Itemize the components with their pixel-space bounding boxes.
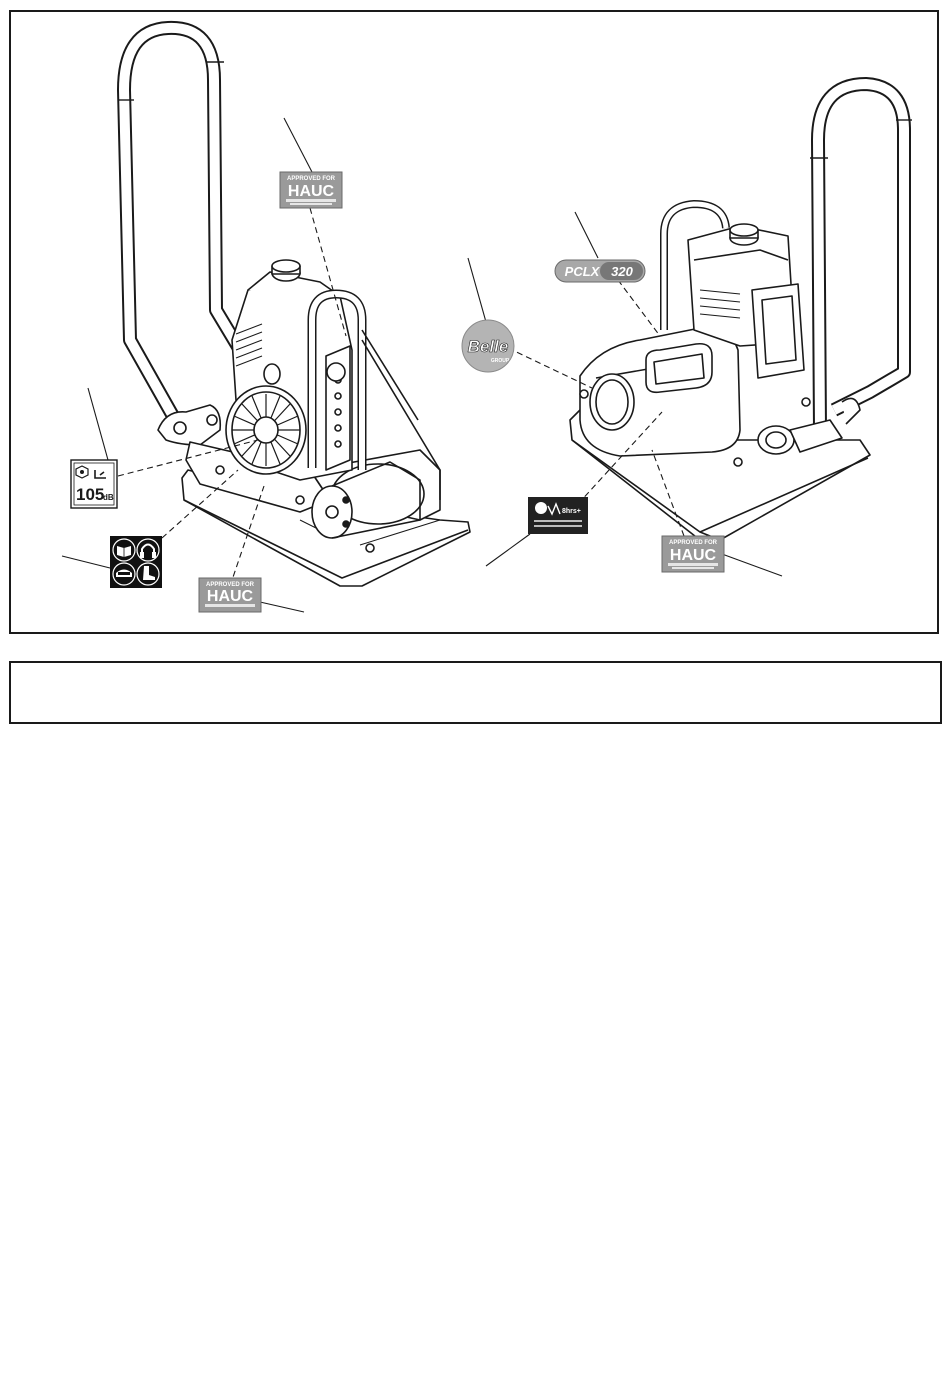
safety-boot-icon	[137, 563, 159, 585]
vibration-text: 8hrs+	[562, 508, 581, 515]
hauc-top-brand: HAUC	[288, 183, 335, 200]
hauc-left-brand: HAUC	[207, 588, 254, 605]
eye-protection-icon	[113, 563, 135, 585]
noise-level-decal: 105 dB	[71, 460, 117, 508]
vibration-decal: 8hrs+	[528, 497, 588, 534]
hauc-right-approved: APPROVED FOR	[669, 540, 718, 546]
hauc-right-brand: HAUC	[670, 547, 717, 564]
model-prefix: PCLX	[565, 264, 601, 279]
belle-group-logo: Belle GROUP	[462, 320, 514, 372]
belle-sub: GROUP	[491, 358, 510, 364]
ppe-decal	[110, 536, 162, 588]
noise-unit: dB	[103, 493, 114, 502]
model-decal: PCLX 320	[555, 260, 645, 282]
belle-brand: Belle	[468, 337, 509, 356]
manual-icon	[113, 539, 135, 561]
right-plate-compactor	[570, 84, 912, 540]
ear-protection-icon	[137, 539, 159, 561]
left-plate-compactor	[118, 28, 470, 586]
noise-value: 105	[76, 485, 104, 504]
hauc-decal-left: APPROVED FOR HAUC	[199, 578, 261, 612]
model-number: 320	[611, 264, 633, 279]
hauc-decal-top: APPROVED FOR HAUC	[280, 172, 342, 208]
hauc-decal-right: APPROVED FOR HAUC	[662, 536, 724, 572]
hauc-top-approved: APPROVED FOR	[287, 176, 336, 182]
